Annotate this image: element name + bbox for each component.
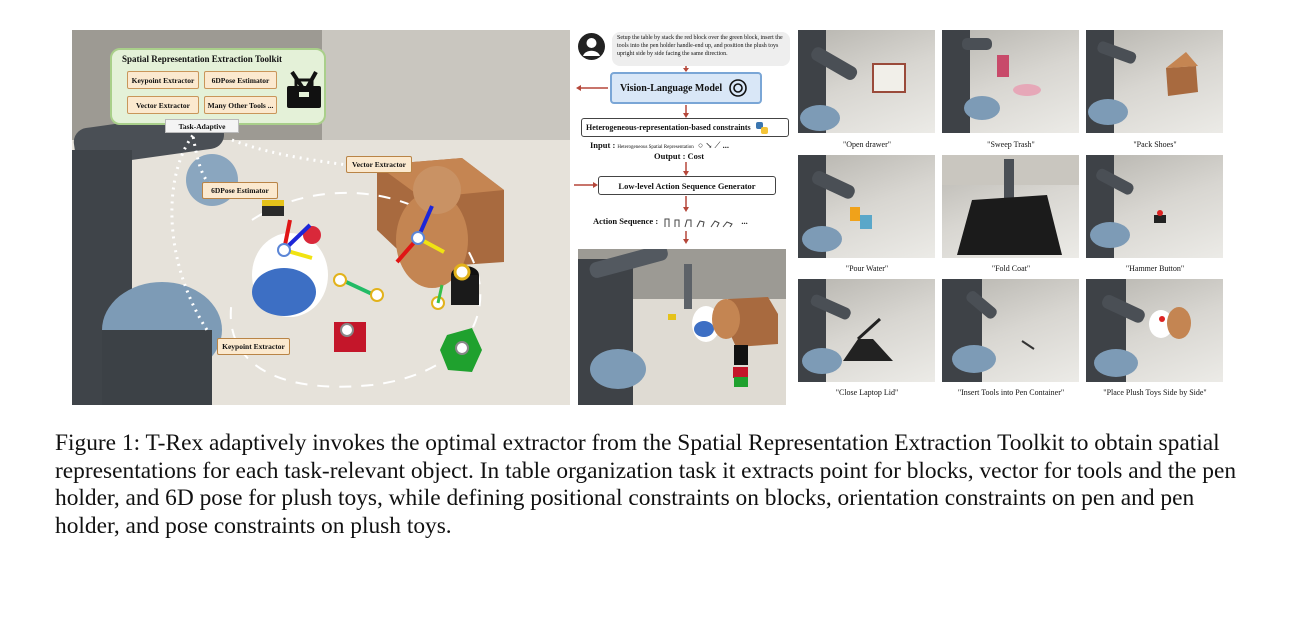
keypoint-extractor-tool: Keypoint Extractor	[127, 71, 199, 89]
task-photo-hammer-button	[1086, 155, 1223, 258]
main-scene-photo: Spatial Representation Extraction Toolki…	[72, 30, 570, 405]
task-photo-open-drawer	[798, 30, 935, 133]
task-photo-insert-tools	[942, 279, 1079, 382]
vector-extractor-tag: Vector Extractor	[346, 156, 412, 173]
task-caption-close-laptop-lid: "Close Laptop Lid"	[835, 388, 899, 397]
6dpose-estimator-tool: 6DPose Estimator	[204, 71, 277, 89]
many-other-tools: Many Other Tools ...	[204, 96, 277, 114]
task-photo-place-plush-toys	[1086, 279, 1223, 382]
vector-extractor-tool: Vector Extractor	[127, 96, 199, 114]
6dpose-estimator-tag: 6DPose Estimator	[202, 182, 278, 199]
result-photo	[578, 249, 786, 405]
action-ellipsis: ...	[741, 215, 748, 226]
action-sequence-line: Action Sequence : ...	[593, 215, 748, 229]
task-instruction: Setup the table by stack the red block o…	[612, 32, 790, 66]
toolbox-icon	[287, 70, 321, 108]
figure-caption: Figure 1: T-Rex adaptively invokes the o…	[55, 430, 1250, 540]
input-detail: Heterogeneous Spatial Representation	[617, 145, 694, 150]
task-caption-sweep-trash: "Sweep Trash"	[987, 140, 1035, 149]
task-adaptive-label: Task-Adaptive	[165, 119, 239, 133]
vlm-label: Vision-Language Model	[620, 82, 723, 94]
task-caption-open-drawer: "Open drawer"	[842, 140, 892, 149]
constraints-box: Heterogeneous-representation-based const…	[581, 118, 789, 137]
output-label: Output : Cost	[654, 151, 705, 161]
input-line: Input : Heterogeneous Spatial Representa…	[590, 140, 729, 150]
user-avatar-icon	[578, 33, 605, 60]
python-logo-icon	[755, 121, 768, 134]
input-ellipsis: ...	[722, 140, 729, 150]
task-photo-pour-water	[798, 155, 935, 258]
pipeline-diagram: Setup the table by stack the red block o…	[574, 30, 796, 246]
openai-logo-icon	[729, 79, 747, 97]
toolkit-title: Spatial Representation Extraction Toolki…	[121, 54, 283, 64]
constraints-label: Heterogeneous-representation-based const…	[586, 123, 751, 132]
action-label: Action Sequence :	[593, 215, 659, 226]
task-photo-fold-coat	[942, 155, 1079, 258]
gripper-trajectory-icon	[664, 218, 734, 228]
task-photo-close-laptop-lid	[798, 279, 935, 382]
task-caption-hammer-button: "Hammer Button"	[1125, 264, 1185, 273]
vlm-box: Vision-Language Model	[610, 72, 762, 104]
task-caption-pour-water: "Pour Water"	[845, 264, 889, 273]
task-caption-pack-shoes: "Pack Shoes"	[1133, 140, 1177, 149]
task-photo-pack-shoes	[1086, 30, 1223, 133]
task-caption-fold-coat: "Fold Coat"	[991, 264, 1031, 273]
task-caption-place-plush-toys: "Place Plush Toys Side by Side"	[1103, 388, 1207, 397]
toolkit-panel: Spatial Representation Extraction Toolki…	[110, 48, 326, 125]
task-caption-insert-tools: "Insert Tools into Pen Container"	[957, 388, 1065, 397]
pipeline-arrows	[574, 66, 689, 244]
caption-text: Figure 1: T-Rex adaptively invokes the o…	[55, 430, 1237, 539]
scene-illustration	[72, 30, 570, 405]
task-photo-sweep-trash	[942, 30, 1079, 133]
keypoint-extractor-tag: Keypoint Extractor	[217, 338, 290, 355]
generator-box: Low-level Action Sequence Generator	[598, 176, 776, 195]
input-label: Input :	[590, 140, 616, 150]
